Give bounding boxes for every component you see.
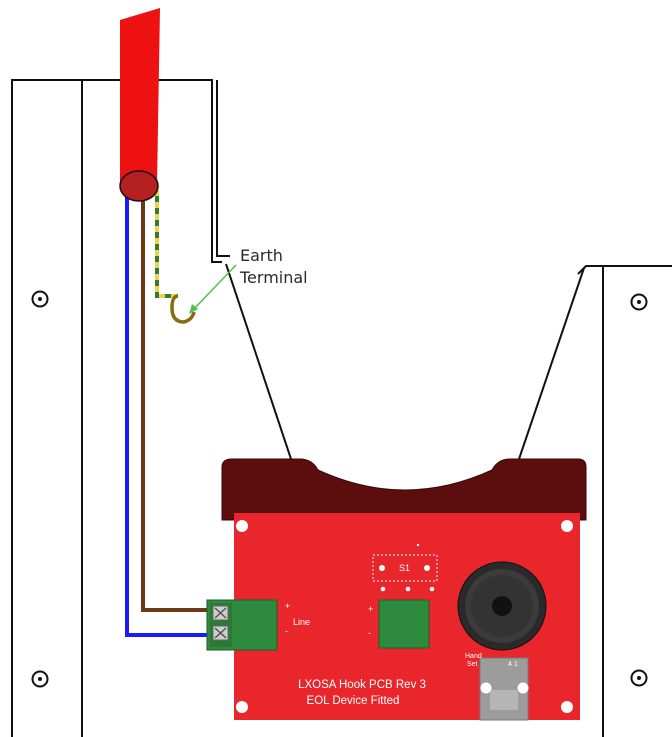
- right-lower-screw: [630, 669, 648, 687]
- line-terminal-block: [206, 599, 278, 651]
- left-housing-panel: [11, 79, 230, 737]
- left-lower-screw: [31, 670, 49, 688]
- connector-pin-label: 4 1: [508, 661, 518, 668]
- left-hook-arm: [225, 263, 293, 463]
- switch-s1: S1: [372, 554, 438, 592]
- earth-label-line2: Terminal: [239, 268, 308, 287]
- cable-sheath: [119, 8, 160, 202]
- earth-label-line1: Earth: [240, 246, 283, 265]
- handset-label-line1: Hand: [465, 653, 482, 660]
- eol-plus-label: +: [368, 604, 373, 614]
- right-upper-screw: [630, 293, 648, 311]
- line-label: Line: [293, 617, 310, 627]
- pcb-title-line2: EOL Device Fitted: [307, 695, 400, 707]
- left-upper-screw: [31, 290, 49, 308]
- right-hook-arm: [517, 267, 585, 463]
- annotation-arrow: [192, 264, 237, 311]
- blue-wire: [125, 190, 212, 637]
- handset-label-line2: Set: [467, 661, 478, 668]
- pcb-title-line1: LXOSA Hook PCB Rev 3: [298, 679, 426, 691]
- handset-cradle: [221, 458, 587, 521]
- switch-label: S1: [399, 563, 410, 573]
- handset-connector: 4 1 Hand Set: [465, 653, 529, 721]
- earth-wire: [155, 190, 196, 324]
- line-minus-label: -: [285, 626, 288, 636]
- eol-device-block: + -: [368, 599, 430, 649]
- buzzer: [457, 561, 547, 651]
- line-plus-label: +: [285, 601, 290, 611]
- eol-minus-label: -: [368, 628, 371, 638]
- right-housing-panel: [577, 265, 672, 737]
- brown-wire: [141, 190, 212, 612]
- annotation-arrowhead: [189, 304, 198, 314]
